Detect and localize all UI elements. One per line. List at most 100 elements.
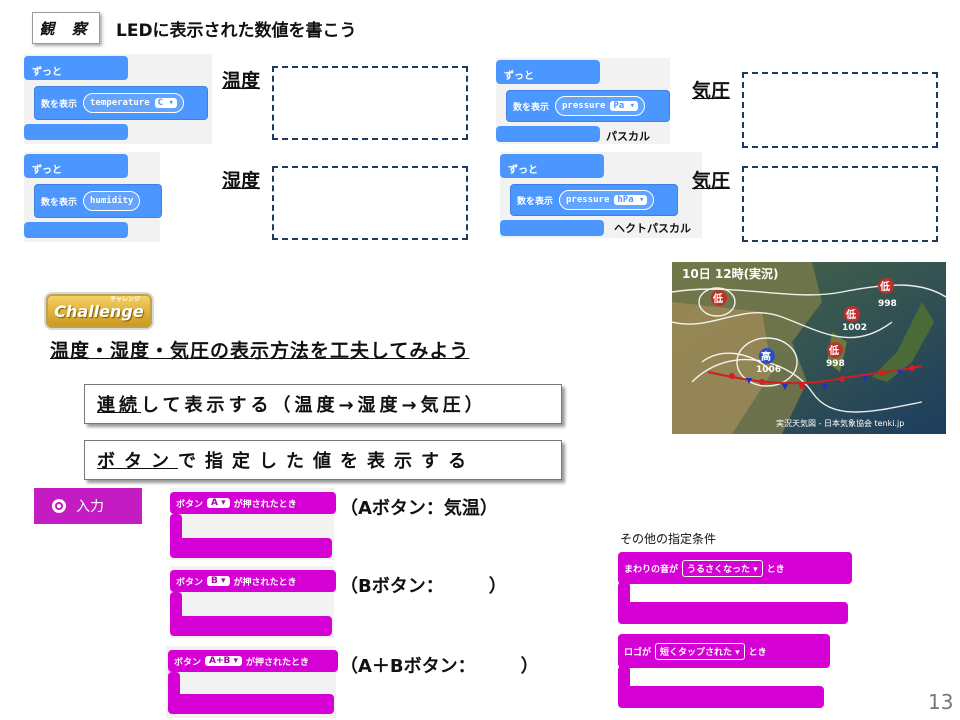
other-conditions-title: その他の指定条件 [620, 532, 717, 546]
sensor-name: pressure [566, 195, 610, 205]
event-block-side [170, 514, 182, 544]
forever-block[interactable]: ずっと [500, 154, 604, 178]
loud-sound-hat[interactable]: まわりの音が うるさくなった ▾ とき [618, 552, 852, 584]
event-prefix: ボタン [176, 499, 204, 510]
page-title: LEDに表示された数値を書こう [116, 21, 357, 41]
challenge-label: Challenge [54, 301, 144, 321]
sound-event-block: まわりの音が うるさくなった ▾ とき [618, 550, 852, 628]
event-block-bottom [170, 616, 332, 636]
button-ab-note: （A＋Bボタン： ） [340, 656, 539, 677]
low-marker: 低 [712, 292, 723, 305]
button-dropdown[interactable]: A ▾ [207, 498, 230, 508]
observe-tag: 観 察 [32, 12, 100, 44]
show-number-label: 数を表示 [41, 197, 78, 208]
event-suffix: が押されたとき [233, 499, 297, 510]
button-dropdown[interactable]: B ▾ [207, 576, 230, 586]
button-a-pressed-hat[interactable]: ボタン A ▾ が押されたとき [170, 492, 336, 514]
code-block-temperature: ずっと 数を表示 temperature C ▾ [24, 54, 212, 144]
show-number-label: 数を表示 [41, 99, 78, 110]
pressure-label: 1002 [842, 323, 867, 333]
unit-caption: ヘクトパスカル [614, 222, 691, 235]
event-block-bottom [618, 602, 848, 624]
forever-block-bottom [496, 126, 600, 142]
weather-map-title: 10日 12時(実況) [682, 266, 779, 281]
event-prefix: ボタン [176, 577, 204, 588]
event-block-bottom [170, 538, 332, 558]
answer-box-humidity[interactable] [272, 166, 468, 240]
low-marker: 低 [879, 280, 890, 293]
weather-map-credit: 実況天気図 - 日本気象協会 tenki.jp [776, 418, 904, 428]
forever-block-bottom [500, 220, 604, 236]
unit-dropdown[interactable]: C ▾ [154, 98, 177, 108]
sensor-name: humidity [90, 196, 134, 206]
unit-dropdown[interactable]: hPa ▾ [614, 195, 648, 205]
weather-map: 低 低 998 低 1002 低 998 高 1006 10日 12時(実況) … [672, 262, 946, 434]
low-marker: 低 [845, 308, 856, 321]
answer-box-pressure-pa[interactable] [742, 72, 938, 148]
input-radio-icon [52, 499, 66, 513]
pressure-label: 998 [878, 299, 897, 309]
event-block-b: ボタン B ▾ が押されたとき [170, 566, 336, 638]
show-number-block[interactable]: 数を表示 humidity [34, 184, 162, 218]
event-block-ab: ボタン A+B ▾ が押されたとき [166, 646, 338, 718]
event-prefix: ロゴが [624, 647, 652, 658]
logo-event-block: ロゴが 短くタップされた ▾ とき [618, 632, 830, 710]
event-suffix: が押されたとき [233, 577, 297, 588]
answer-box-temperature[interactable] [272, 66, 468, 140]
unit-dropdown[interactable]: Pa ▾ [610, 101, 639, 111]
forever-label: ずっと [32, 165, 62, 176]
event-suffix: とき [766, 564, 785, 575]
option-text: して表示する（温度→湿度→気圧） [141, 395, 487, 416]
low-marker: 低 [828, 344, 839, 357]
event-block-bottom [168, 694, 334, 714]
event-block-bottom [618, 686, 824, 708]
weather-map-image: 低 低 998 低 1002 低 998 高 1006 10日 12時(実況) … [672, 262, 946, 434]
answer-label-temperature: 温度 [222, 70, 261, 92]
pressure-label: 998 [826, 359, 845, 369]
show-number-block[interactable]: 数を表示 pressure hPa ▾ [510, 184, 678, 216]
challenge-ruby: チャレンジ [110, 296, 140, 303]
button-b-pressed-hat[interactable]: ボタン B ▾ が押されたとき [170, 570, 336, 592]
event-suffix: が押されたとき [246, 657, 310, 668]
forever-block[interactable]: ずっと [496, 60, 600, 84]
sensor-name: pressure [562, 101, 606, 111]
answer-label-humidity: 湿度 [222, 170, 261, 192]
answer-label-pressure-hpa: 気圧 [692, 170, 731, 192]
option-continuous: 連続して表示する（温度→湿度→気圧） [84, 384, 562, 424]
button-dropdown[interactable]: A+B ▾ [205, 656, 243, 666]
forever-block[interactable]: ずっと [24, 154, 128, 178]
button-ab-pressed-hat[interactable]: ボタン A+B ▾ が押されたとき [168, 650, 338, 672]
event-prefix: まわりの音が [624, 564, 679, 575]
event-block-side [170, 592, 182, 622]
show-number-label: 数を表示 [513, 102, 550, 113]
pressure-reporter[interactable]: pressure Pa ▾ [555, 96, 646, 116]
forever-label: ずっと [32, 67, 62, 78]
show-number-block[interactable]: 数を表示 pressure Pa ▾ [506, 90, 670, 122]
logo-tap-hat[interactable]: ロゴが 短くタップされた ▾ とき [618, 634, 830, 668]
forever-block-bottom [24, 222, 128, 238]
challenge-task: 温度・湿度・気圧の表示方法を工夫してみよう [50, 340, 470, 362]
button-a-note: （Aボタン：気温） [340, 498, 498, 519]
input-category-button[interactable]: 入力 [34, 488, 142, 524]
humidity-reporter[interactable]: humidity [83, 191, 141, 211]
event-suffix: とき [748, 647, 767, 658]
forever-label: ずっと [504, 71, 534, 82]
answer-box-pressure-hpa[interactable] [742, 166, 938, 242]
high-marker: 高 [761, 350, 771, 363]
logo-dropdown[interactable]: 短くタップされた ▾ [655, 642, 745, 660]
input-category-label: 入力 [76, 499, 104, 515]
temperature-reporter[interactable]: temperature C ▾ [83, 93, 184, 113]
option-button: ボタンで指定した値を表示する [84, 440, 562, 480]
event-prefix: ボタン [174, 657, 202, 668]
sound-dropdown[interactable]: うるさくなった ▾ [682, 559, 763, 577]
show-number-block[interactable]: 数を表示 temperature C ▾ [34, 86, 208, 120]
option-keyword: ボタン [97, 451, 178, 472]
pressure-reporter[interactable]: pressure hPa ▾ [559, 190, 655, 210]
page-number: 13 [928, 690, 954, 714]
sensor-name: temperature [90, 98, 150, 108]
code-block-pressure-pa: ずっと 数を表示 pressure Pa ▾ パスカル [496, 58, 670, 144]
forever-label: ずっと [508, 165, 538, 176]
forever-block[interactable]: ずっと [24, 56, 128, 80]
challenge-badge: Challenge チャレンジ [44, 292, 154, 330]
unit-caption: パスカル [606, 130, 650, 143]
